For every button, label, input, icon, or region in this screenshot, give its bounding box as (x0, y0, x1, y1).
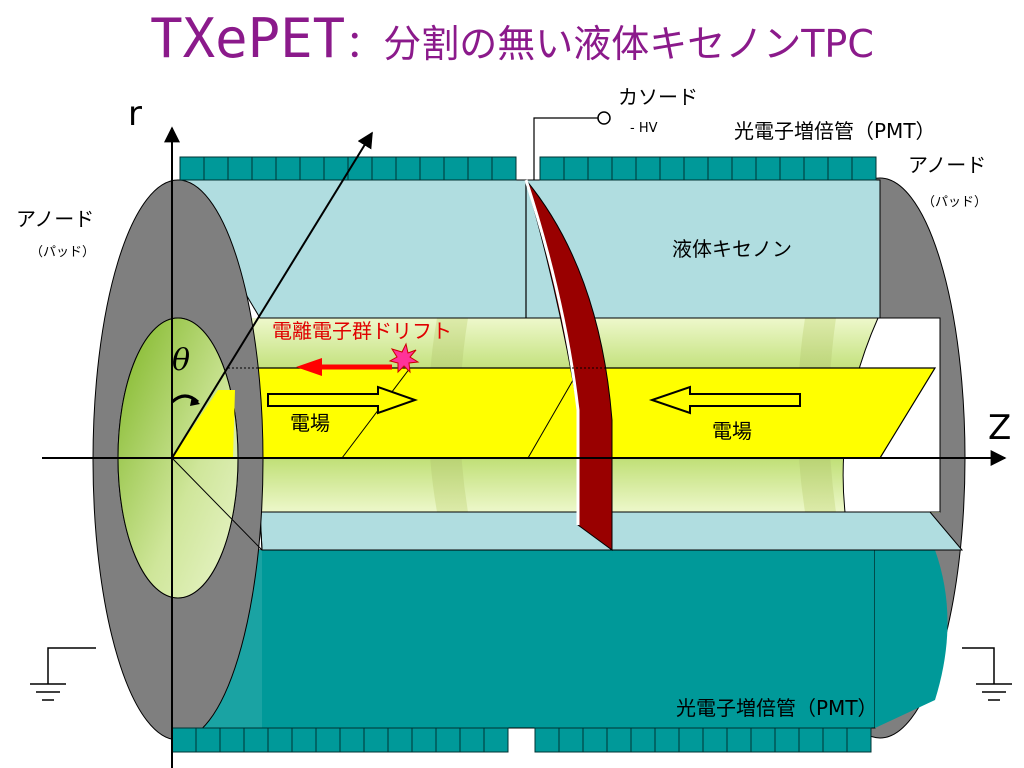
pmt-tile (558, 727, 584, 753)
pmt-tile (467, 156, 493, 181)
title-main: TXePET (150, 7, 346, 70)
drift-label: 電離電子群ドリフト (272, 319, 452, 343)
pmt-row-top-right (539, 156, 877, 181)
pmt-tile (731, 156, 757, 181)
hv-label: - HV (630, 121, 658, 136)
ionization-star (388, 342, 420, 374)
field-plane-split-left (341, 367, 411, 459)
pmt-tile (683, 156, 709, 181)
pmt-tile (491, 156, 517, 181)
pmt-tile (702, 727, 728, 753)
efield-arrow-left (267, 385, 419, 415)
pmt-tile (539, 156, 565, 181)
pmt-tile (315, 727, 341, 753)
pmt-tile (755, 156, 781, 181)
page-title: TXePET：分割の無い液体キセノンTPC (0, 4, 1024, 79)
pmt-tile (606, 727, 632, 753)
pmt-tile (587, 156, 613, 181)
pmt-tile (339, 727, 365, 753)
pmt-tile (635, 156, 661, 181)
pmt-tile (779, 156, 805, 181)
ground-left (30, 647, 96, 701)
pmt-tile (678, 727, 704, 753)
pmt-tile (846, 727, 872, 753)
pmt-tile (483, 727, 509, 753)
pmt-tile (435, 727, 461, 753)
liquid-xenon-label: 液体キセノン (672, 237, 792, 261)
cathode-label: カソード (618, 85, 698, 109)
pmt-tile (534, 727, 560, 753)
pmt-tile (387, 727, 413, 753)
pmt-tile (363, 727, 389, 753)
pmt-tile (803, 156, 829, 181)
pmt-tile (459, 727, 485, 753)
pmt-tile (219, 727, 245, 753)
pmt-top-label: 光電子増倍管（PMT） (734, 119, 936, 143)
axis-z-label: Z (988, 408, 1012, 448)
pmt-row-bottom-right (534, 727, 872, 753)
pmt-tile (726, 727, 752, 753)
efield-right-label: 電場 (712, 419, 752, 443)
radial-line (171, 131, 373, 459)
radial-line-lower (171, 457, 263, 551)
pmt-tile (582, 727, 608, 753)
efield-arrow-right (648, 385, 801, 415)
drift-arrow-head (296, 358, 322, 376)
pmt-tile (251, 156, 277, 181)
cathode-highlight (524, 179, 580, 525)
theta-label: θ (172, 343, 191, 378)
pmt-tile (563, 156, 589, 181)
pmt-tile (750, 727, 776, 753)
title-sub: ：分割の無い液体キセノンTPC (345, 22, 874, 66)
efield-left-label: 電場 (290, 411, 330, 435)
pmt-tile (411, 727, 437, 753)
pmt-tile (179, 156, 205, 181)
pmt-tile (347, 156, 373, 181)
pmt-tile (798, 727, 824, 753)
pmt-tile (827, 156, 853, 181)
pmt-row-bottom-left (171, 727, 509, 753)
pad-right-label: （パッド） (922, 195, 988, 210)
pmt-tile (171, 727, 197, 753)
pad-left-label: （パッド） (30, 245, 96, 260)
cathode-terminal (597, 111, 611, 125)
pmt-tile (630, 727, 656, 753)
ground-right (962, 647, 1012, 701)
pmt-tile (267, 727, 293, 753)
pmt-tile (275, 156, 301, 181)
pmt-tile (611, 156, 637, 181)
pmt-tile (419, 156, 445, 181)
pmt-tile (659, 156, 685, 181)
pmt-tile (195, 727, 221, 753)
pmt-tile (371, 156, 397, 181)
pmt-tile (227, 156, 253, 181)
anode-right-label: アノード (908, 153, 987, 177)
pmt-tile (654, 727, 680, 753)
pmt-tile (443, 156, 469, 181)
cathode-wire (533, 117, 598, 180)
pmt-tile (243, 727, 269, 753)
theta-arrow-head (190, 396, 200, 406)
pmt-tile (291, 727, 317, 753)
inner-disk-yellow-wedge (172, 390, 235, 458)
pmt-row-top-left (179, 156, 517, 181)
bottom-pmt-end (875, 550, 948, 728)
pmt-tile (299, 156, 325, 181)
anode-left-label: アノード (16, 207, 95, 231)
pmt-tile (851, 156, 877, 181)
pmt-tile (203, 156, 229, 181)
field-plane-split-mid (527, 367, 581, 459)
pmt-tile (395, 156, 421, 181)
pmt-tile (707, 156, 733, 181)
pmt-tile (774, 727, 800, 753)
pmt-tile (822, 727, 848, 753)
axis-r-label: r (128, 94, 142, 134)
pmt-bottom-label: 光電子増倍管（PMT） (676, 696, 878, 720)
